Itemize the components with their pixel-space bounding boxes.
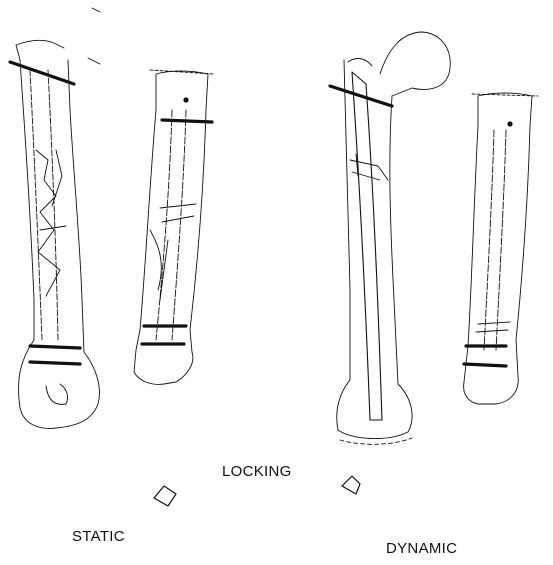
dynamic-tibia-distal-screw-2 — [464, 364, 506, 366]
dynamic-femur-head — [380, 32, 450, 96]
dynamic-tibia-nail — [484, 130, 506, 350]
dynamic-label: DYNAMIC — [386, 540, 457, 557]
static-femur-fracture — [36, 150, 66, 296]
static-femur-proximal-screw — [10, 62, 74, 84]
static-femur-distal-screw-2 — [30, 362, 80, 364]
dynamic-femur — [330, 32, 450, 444]
dynamic-tibia-fracture — [476, 322, 510, 332]
static-femur-distal-screw-1 — [30, 346, 80, 348]
dynamic-tibia-outline — [464, 93, 532, 404]
static-label: STATIC — [72, 528, 125, 545]
dynamic-tibia-entry-point — [507, 121, 512, 126]
dynamic-femur-fracture — [350, 154, 388, 180]
dynamic-femur-proximal-screw — [330, 86, 392, 106]
static-tibia-nail — [156, 110, 186, 340]
static-tibia — [134, 70, 214, 384]
static-tibia-proximal-screw — [162, 120, 212, 122]
locking-label: LOCKING — [222, 463, 292, 480]
static-tibia-outline — [134, 71, 208, 384]
dynamic-femur-nail — [352, 72, 382, 420]
static-femur-outline — [16, 40, 99, 428]
static-femur — [10, 8, 100, 428]
static-tibia-entry-point — [183, 97, 188, 102]
static-pointer-arrow — [154, 486, 176, 506]
dynamic-pointer-arrow — [342, 476, 360, 494]
dynamic-femur-outline — [337, 60, 412, 439]
static-tibia-fracture — [150, 204, 196, 300]
dynamic-tibia — [464, 93, 538, 404]
